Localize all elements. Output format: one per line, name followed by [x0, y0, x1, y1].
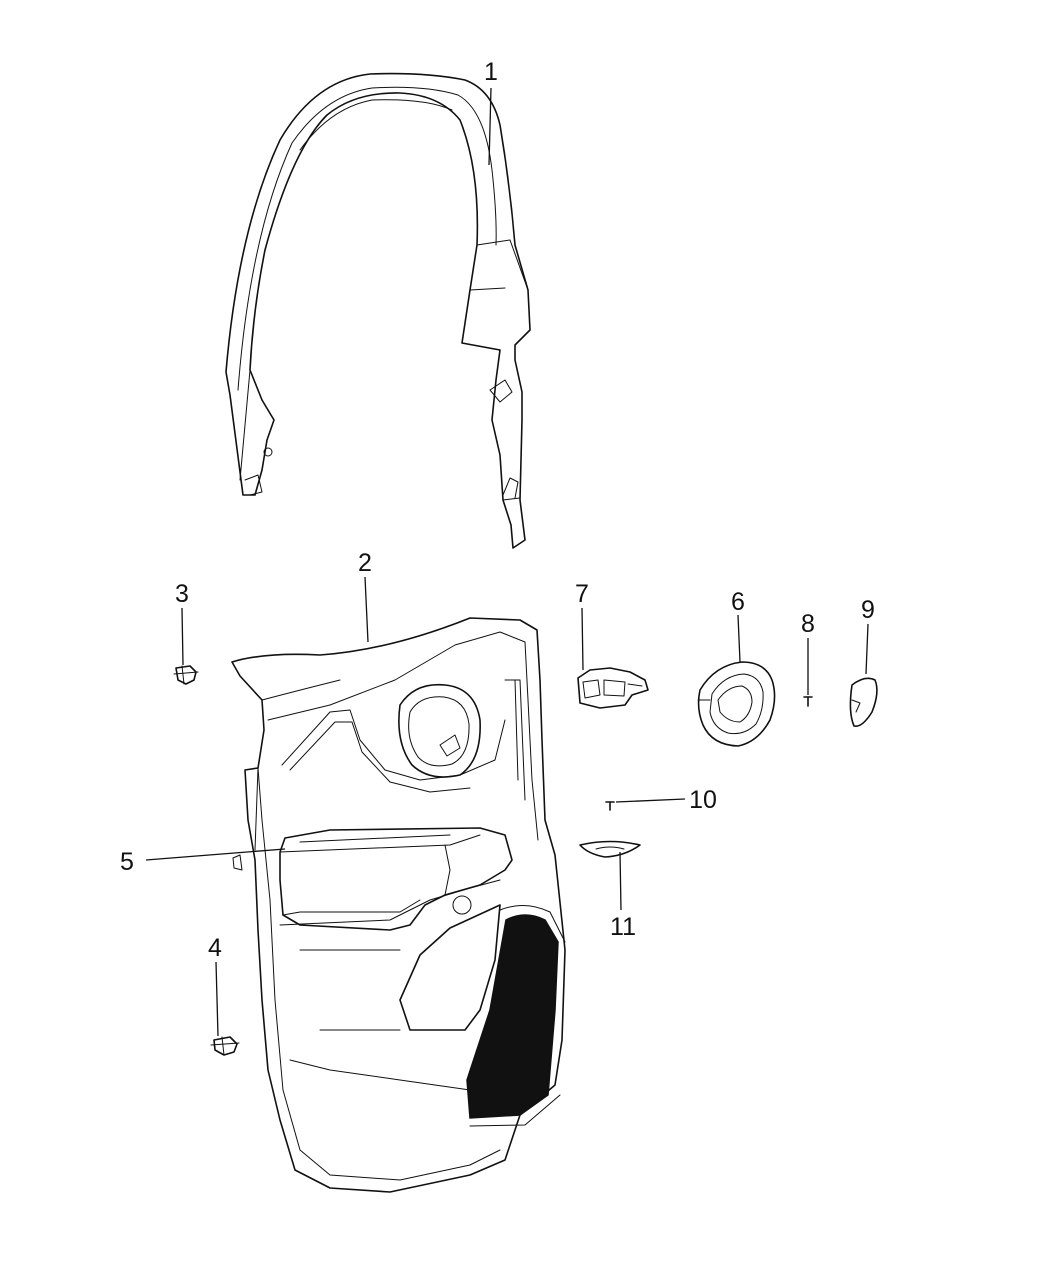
part-3-push-pin-clip [173, 665, 199, 685]
part-4-push-pin-clip [210, 1036, 240, 1056]
callout-9: 9 [861, 596, 875, 624]
leader-11 [619, 851, 622, 911]
leader-9 [865, 623, 869, 675]
leader-4 [215, 961, 219, 1037]
callout-labels: 1 2 3 4 5 6 7 8 9 10 11 [120, 58, 875, 962]
leader-10 [615, 798, 686, 803]
part-9-cover-cap [849, 677, 878, 728]
part-7-switch-assembly [577, 667, 649, 709]
callout-4: 4 [208, 934, 222, 962]
callout-8: 8 [801, 610, 815, 638]
part-8-screw [803, 696, 813, 707]
leader-lines [145, 87, 869, 1037]
part-1-frame-molding [225, 72, 531, 549]
leader-7 [581, 607, 584, 671]
leader-2 [364, 576, 369, 643]
callout-3: 3 [175, 580, 189, 608]
part-11-plug [579, 840, 641, 858]
leader-5 [145, 848, 286, 861]
part-5-armrest [279, 827, 513, 931]
callout-10: 10 [689, 786, 717, 814]
part-2-door-trim-panel [231, 617, 566, 1193]
callout-11: 11 [610, 913, 636, 941]
callout-5: 5 [120, 848, 134, 876]
leader-6 [737, 614, 741, 663]
leader-1 [488, 87, 492, 166]
part-6-handle-bezel [697, 661, 776, 747]
part-10-screw [605, 801, 615, 811]
callout-7: 7 [575, 580, 589, 608]
callout-6: 6 [731, 588, 745, 616]
callout-2: 2 [358, 549, 372, 577]
callout-1: 1 [484, 58, 498, 86]
leader-3 [181, 607, 184, 666]
